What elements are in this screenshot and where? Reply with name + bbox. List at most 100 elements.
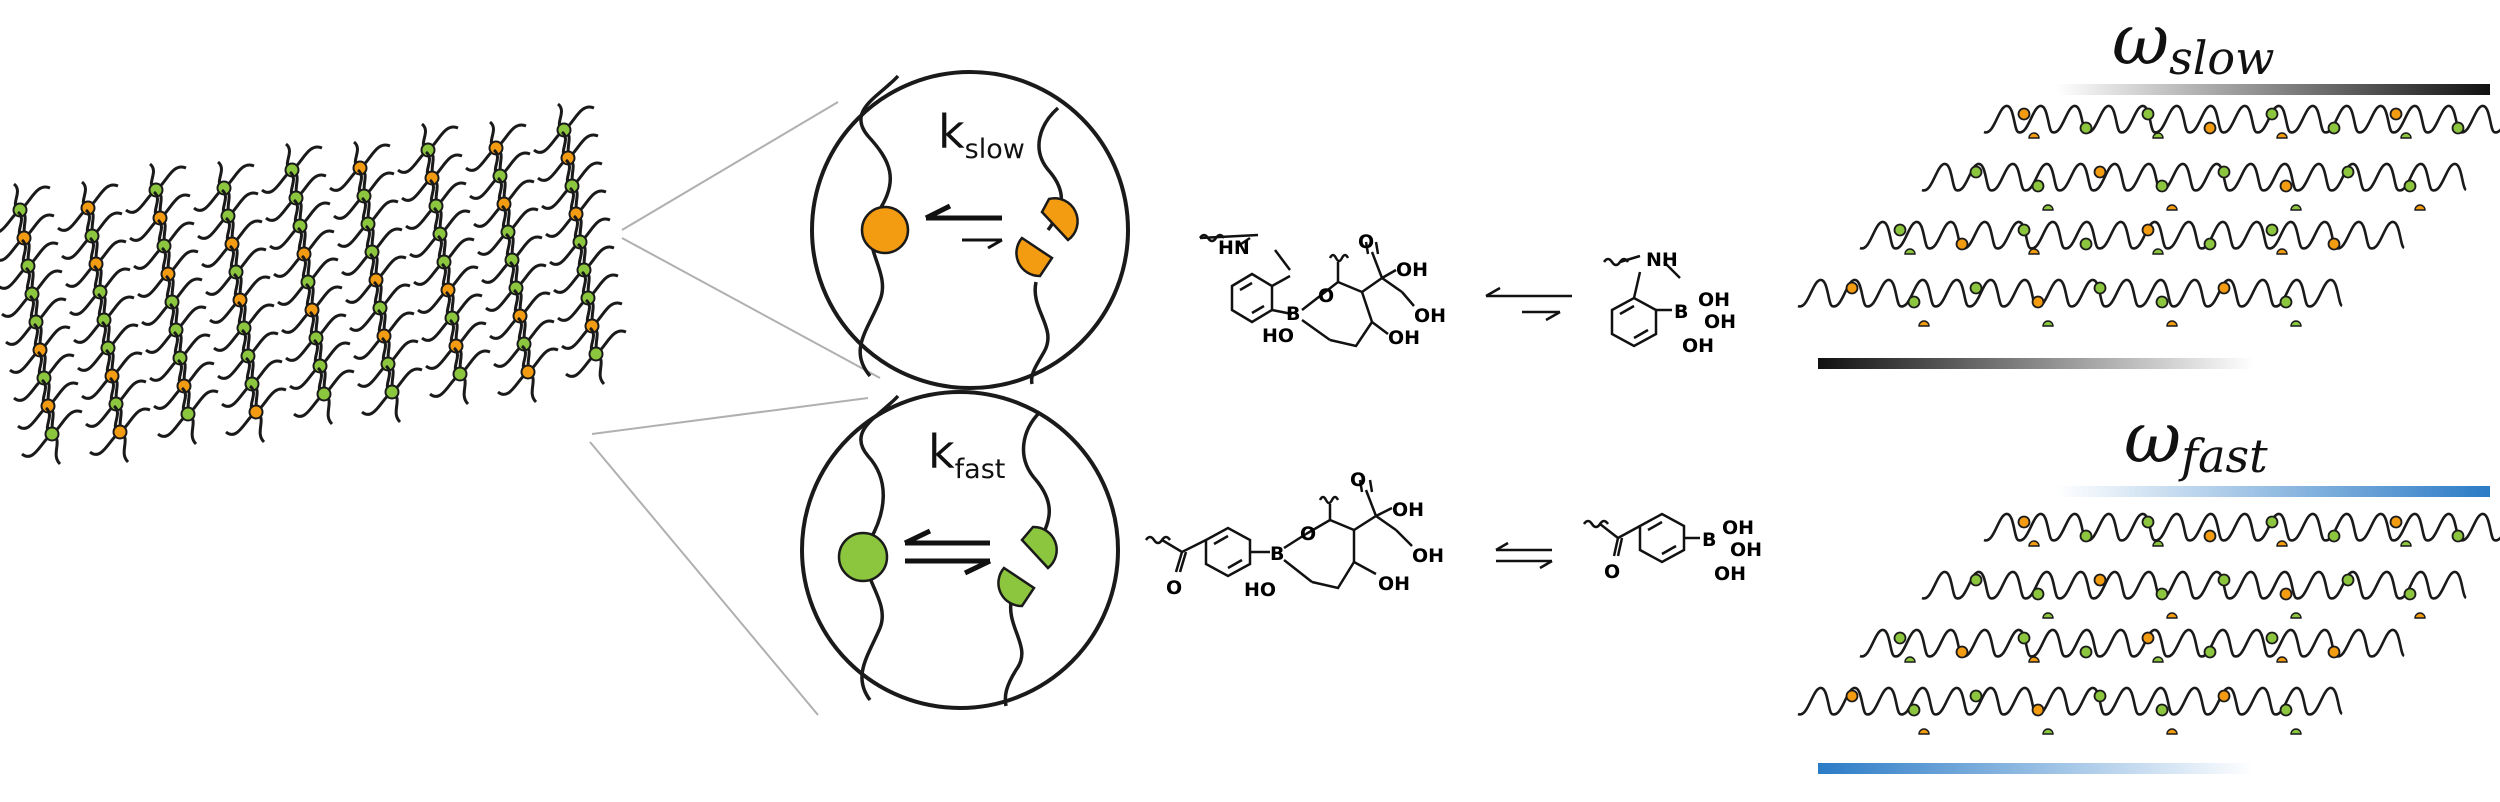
sheared-strand (1983, 512, 2500, 542)
crosslink-node (2389, 515, 2403, 529)
crosslink-node (2017, 223, 2031, 237)
svg-text:B: B (1270, 543, 1284, 565)
crosslink-node (2327, 237, 2341, 251)
fast-shear-bar-bottom (1818, 763, 2254, 774)
sheared-strand (1797, 278, 2344, 308)
broken-crosslink (2028, 540, 2040, 547)
broken-crosslink (2166, 728, 2178, 735)
crosslink-node (2203, 237, 2217, 251)
sheared-strand (1797, 686, 2344, 716)
crosslink-node (112, 424, 128, 440)
k-fast-label: kfast (928, 425, 1005, 485)
svg-text:OH: OH (1704, 311, 1736, 333)
crosslink-node (2017, 631, 2031, 645)
broken-crosslink (2414, 204, 2426, 211)
sheared-strand (1921, 162, 2468, 192)
crosslink-node (2155, 587, 2169, 601)
svg-text:OH: OH (1730, 539, 1762, 561)
sheared-strand (1983, 104, 2500, 134)
polymer-network-icon (0, 102, 627, 466)
broken-crosslink (2028, 132, 2040, 139)
crosslink-node (2093, 281, 2107, 295)
crosslink-node (2217, 573, 2231, 587)
crosslink-node (2341, 165, 2355, 179)
crosslink-node (588, 346, 604, 362)
broken-crosslink (2028, 656, 2040, 663)
broken-crosslink (2152, 656, 2164, 663)
svg-text:OH: OH (1396, 259, 1428, 281)
broken-crosslink (2414, 612, 2426, 619)
svg-text:B: B (1286, 303, 1300, 325)
crosslink-node (2327, 121, 2341, 135)
crosslink-node (2141, 631, 2155, 645)
crosslink-node (2093, 165, 2107, 179)
svg-text:OH: OH (1392, 499, 1424, 521)
svg-text:O: O (1318, 285, 1334, 307)
broken-crosslink (2152, 248, 2164, 255)
crosslink-node (2031, 703, 2045, 717)
broken-crosslink (2166, 320, 2178, 327)
fast-boronic-ester-reaction: O B HO O O OH OH OH O B OH OH OH (1144, 469, 1762, 601)
broken-crosslink (2152, 132, 2164, 139)
crosslink-node (2217, 281, 2231, 295)
crosslink-node (2327, 645, 2341, 659)
fast-shear-bar-top (2056, 486, 2490, 497)
crosslink-node (2265, 631, 2279, 645)
crosslink-node (2031, 295, 2045, 309)
crosslink-node (2031, 587, 2045, 601)
svg-text:O: O (1300, 523, 1316, 545)
crosslink-node (2079, 529, 2093, 543)
crosslink-node (2141, 107, 2155, 121)
broken-crosslink (2152, 540, 2164, 547)
crosslink-node (384, 384, 400, 400)
svg-text:OH: OH (1414, 305, 1446, 327)
crosslink-node (316, 386, 332, 402)
crosslink-node (2389, 107, 2403, 121)
sheared-strand (1859, 628, 2406, 658)
crosslink-node (248, 404, 264, 420)
crosslink-node (2451, 121, 2465, 135)
crosslink-node (1845, 689, 1859, 703)
svg-text:OH: OH (1412, 545, 1444, 567)
crosslink-node (180, 406, 196, 422)
broken-crosslink (2276, 132, 2288, 139)
svg-text:OH: OH (1388, 327, 1420, 349)
crosslink-node (2155, 703, 2169, 717)
zoom-leader-lines (589, 101, 881, 716)
svg-text:NH: NH (1646, 249, 1678, 271)
broken-crosslink (2276, 656, 2288, 663)
crosslink-node (2141, 223, 2155, 237)
crosslink-node (2217, 165, 2231, 179)
sheared-network-slow (1797, 104, 2500, 327)
crosslink-node (2079, 645, 2093, 659)
crosslink-node (1955, 645, 1969, 659)
crosslink-node (2279, 587, 2293, 601)
crosslink-node (1969, 165, 1983, 179)
crosslink-node (2017, 515, 2031, 529)
svg-text:B: B (1702, 529, 1716, 551)
crosslink-node (2141, 515, 2155, 529)
crosslink-node (2031, 179, 2045, 193)
fast-exchange-zoom-icon: kfast (800, 390, 1120, 710)
crosslink-node (2079, 121, 2093, 135)
crosslink-node (2327, 529, 2341, 543)
broken-crosslink (2290, 320, 2302, 327)
broken-crosslink (2400, 540, 2412, 547)
k-slow-label: kslow (938, 105, 1025, 165)
crosslink-node (2279, 295, 2293, 309)
crosslink-node (2017, 107, 2031, 121)
broken-crosslink (2028, 248, 2040, 255)
svg-text:HO: HO (1262, 325, 1294, 347)
svg-text:OH: OH (1682, 335, 1714, 357)
broken-crosslink (1904, 656, 1916, 663)
svg-text:HO: HO (1244, 579, 1276, 601)
crosslink-node (2155, 295, 2169, 309)
crosslink-node (2203, 645, 2217, 659)
svg-text:HN: HN (1218, 237, 1250, 259)
broken-crosslink (2276, 248, 2288, 255)
crosslink-node (2265, 515, 2279, 529)
crosslink-node (2265, 223, 2279, 237)
crosslink-node (1969, 281, 1983, 295)
crosslink-node (1845, 281, 1859, 295)
